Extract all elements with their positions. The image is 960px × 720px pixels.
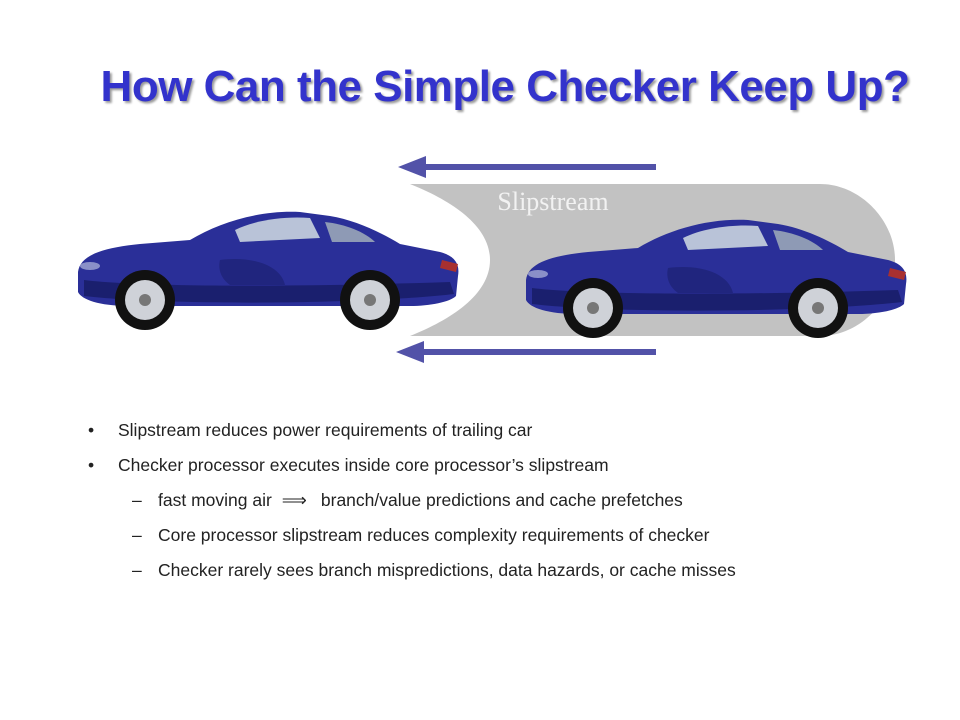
top-arrow: [398, 156, 656, 178]
sub-bullet-marker: –: [132, 490, 158, 511]
bullet-item: •Checker processor executes inside core …: [88, 455, 609, 476]
bullet-text: Checker processor executes inside core p…: [118, 455, 609, 475]
slide-title: How Can the Simple Checker Keep Up?: [0, 62, 960, 112]
bullet-item: •Slipstream reduces power requirements o…: [88, 420, 532, 441]
slipstream-figure: Slipstream: [0, 150, 960, 370]
bullet-marker: •: [88, 455, 118, 476]
bullet-text: Slipstream reduces power requirements of…: [118, 420, 532, 440]
sub-bullet-text: Core processor slipstream reduces comple…: [158, 525, 709, 545]
sub-bullet-item: –Checker rarely sees branch mispredictio…: [132, 560, 736, 581]
sub-bullet-text-post: branch/value predictions and cache prefe…: [321, 490, 683, 510]
sub-bullet-item: –Core processor slipstream reduces compl…: [132, 525, 709, 546]
sub-bullet-marker: –: [132, 525, 158, 546]
sub-bullet-text-pre: fast moving air: [158, 490, 272, 510]
bottom-arrow: [396, 341, 656, 363]
sub-bullet-text: Checker rarely sees branch misprediction…: [158, 560, 736, 580]
implies-arrow-icon: ⟹: [282, 491, 307, 511]
lead-car: [78, 212, 458, 330]
sub-bullet-marker: –: [132, 560, 158, 581]
sub-bullet-item: –fast moving air ⟹ branch/value prediction…: [132, 490, 683, 511]
slipstream-label: Slipstream: [497, 187, 608, 216]
bullet-marker: •: [88, 420, 118, 441]
